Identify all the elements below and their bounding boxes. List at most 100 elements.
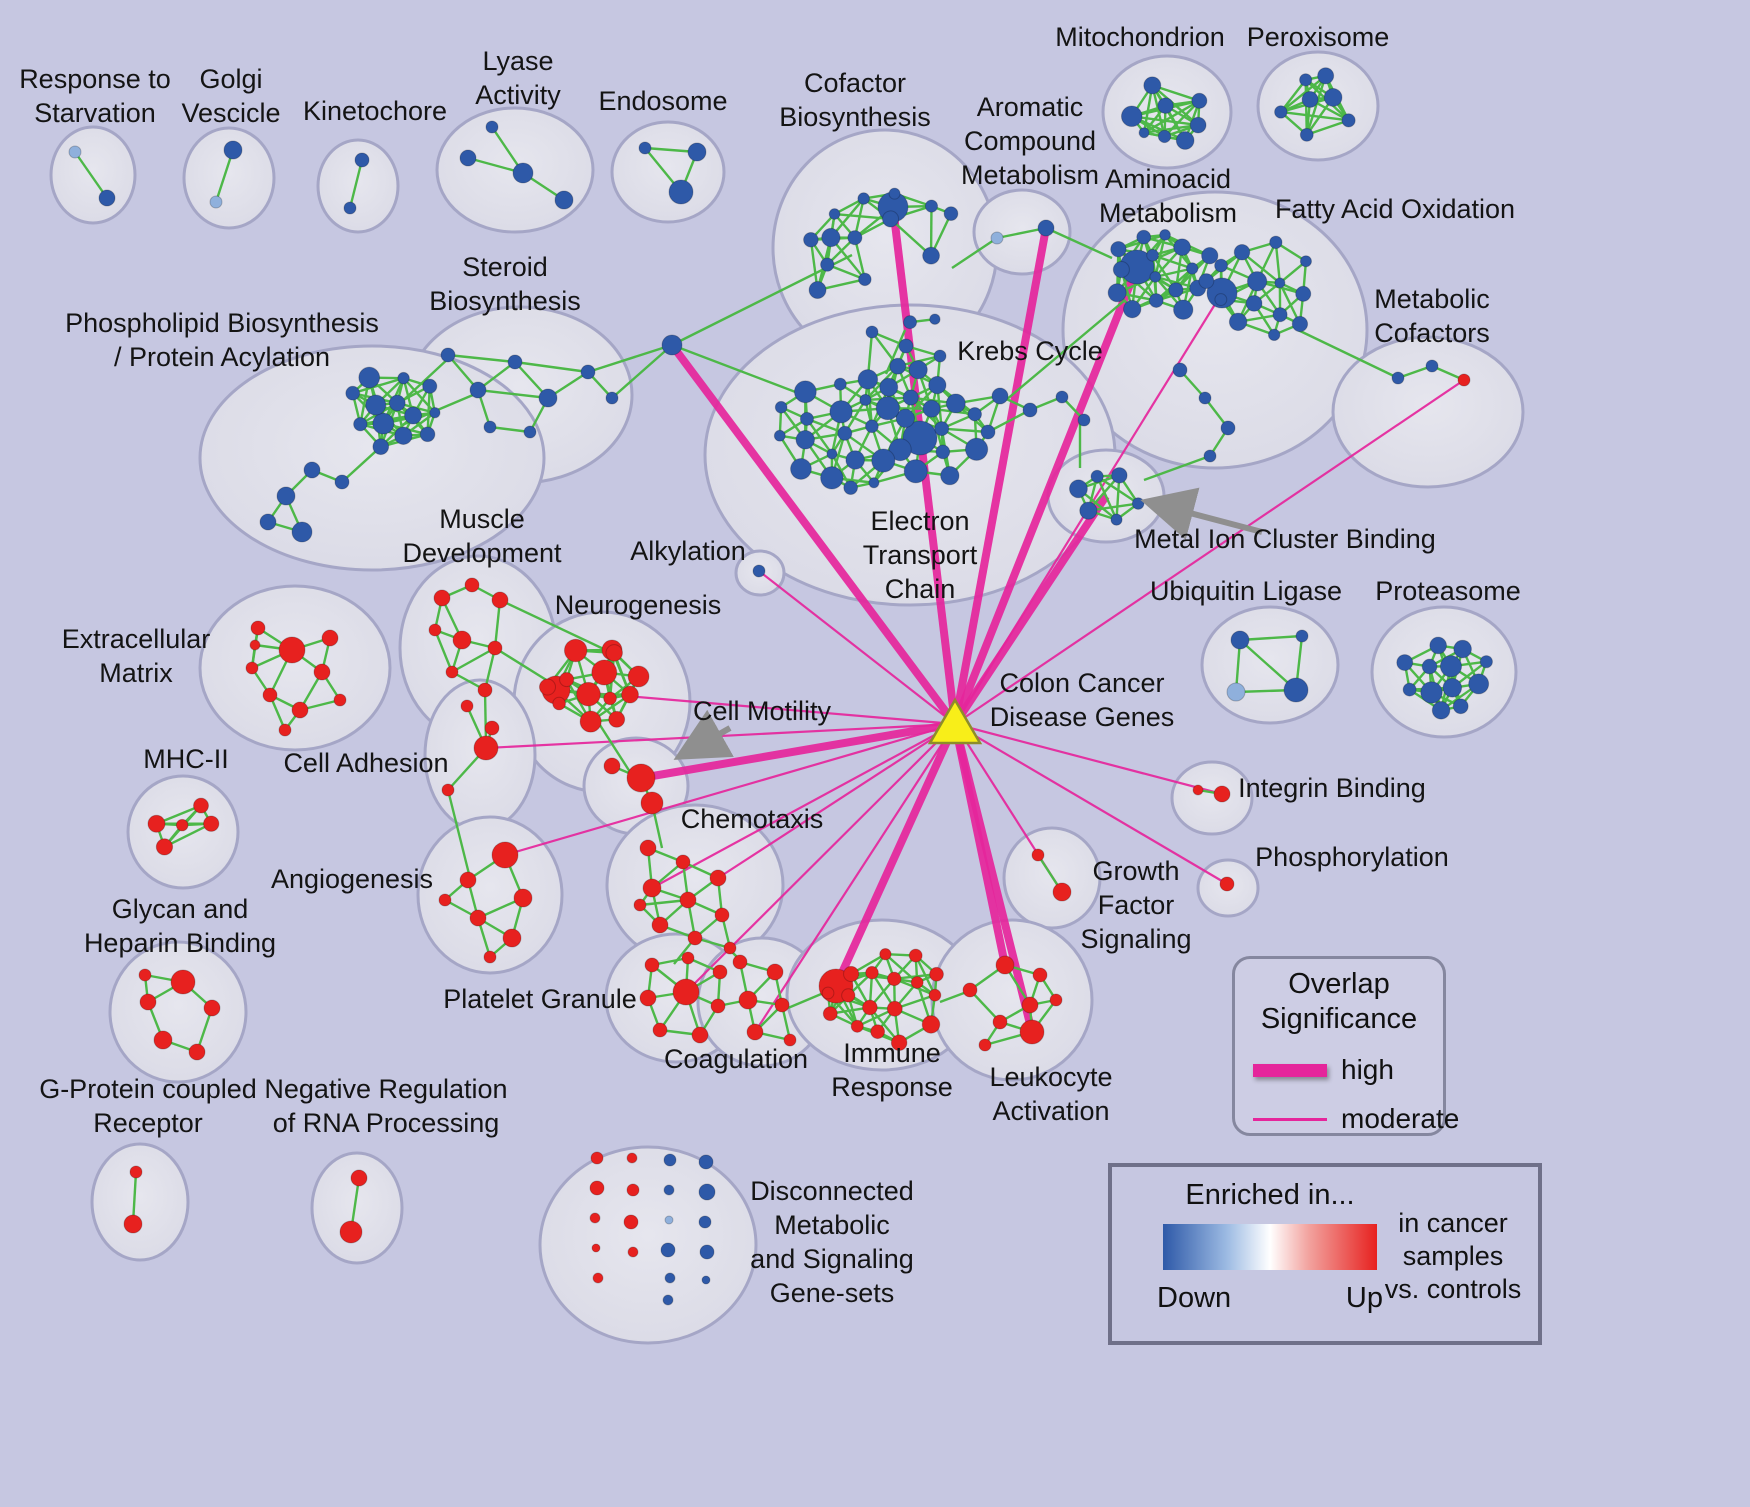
leukocyte-activation-node[interactable] (1049, 993, 1063, 1007)
phospholipid-biosynthesis-node[interactable] (397, 371, 410, 385)
fatty-acid-oxidation-node[interactable] (1245, 294, 1263, 312)
electron-transport-chain-node[interactable] (865, 419, 879, 434)
mitochondrion-node[interactable] (1157, 97, 1174, 114)
immune-response-node[interactable] (929, 966, 944, 982)
electron-transport-chain-node[interactable] (820, 466, 844, 490)
neurogenesis-node[interactable] (591, 659, 618, 686)
endosome-node[interactable] (668, 179, 694, 205)
immune-response-node[interactable] (821, 986, 835, 1000)
platelet-granule-node[interactable] (710, 998, 726, 1014)
steroid-biosynthesis-node[interactable] (440, 347, 456, 363)
extracellular-matrix-node[interactable] (291, 701, 309, 719)
disconnected-gene-sets-node[interactable] (664, 1215, 674, 1225)
disconnected-gene-sets-node[interactable] (662, 1294, 674, 1306)
disconnected-gene-sets-node[interactable] (590, 1151, 604, 1165)
cofactor-biosynthesis-node[interactable] (903, 315, 918, 330)
phospholipid-biosynthesis-node[interactable] (419, 426, 436, 443)
chemotaxis-node[interactable] (679, 891, 697, 909)
phosphorylation-node[interactable] (1219, 876, 1235, 892)
metal-ion-cluster-binding-node[interactable] (1131, 497, 1145, 510)
metabolic-cofactors-node[interactable] (1425, 359, 1439, 373)
phospholipid-biosynthesis-node[interactable] (365, 394, 387, 416)
phospholipid-biosynthesis-node[interactable] (394, 426, 413, 445)
platelet-granule-node[interactable] (652, 1022, 668, 1038)
peroxisome-node[interactable] (1299, 127, 1314, 142)
cell-adhesion-node[interactable] (484, 720, 500, 736)
mitochondrion-node[interactable] (1120, 105, 1143, 128)
phospholipid-biosynthesis-node[interactable] (353, 416, 368, 432)
electron-transport-chain-node[interactable] (795, 430, 815, 450)
neurogenesis-node[interactable] (538, 678, 557, 696)
disconnected-gene-sets-node[interactable] (591, 1243, 601, 1253)
mitochondrion-node[interactable] (1138, 127, 1150, 139)
steroid-biosynthesis-node[interactable] (538, 388, 558, 408)
aminoacid-metabolism-node[interactable] (1173, 238, 1191, 257)
cell-motility-node[interactable] (603, 757, 621, 775)
electron-transport-chain-node[interactable] (935, 444, 951, 460)
proteasome-node[interactable] (1420, 681, 1443, 704)
negative-regulation-rna-processing-node[interactable] (350, 1169, 368, 1187)
aminoacid-metabolism-node[interactable] (1136, 229, 1152, 245)
fatty-acid-oxidation-node[interactable] (1299, 255, 1312, 268)
extracellular-matrix-node[interactable] (333, 693, 347, 707)
aminoacid-metabolism-node[interactable] (1201, 247, 1219, 265)
muscle-development-node[interactable] (464, 577, 480, 593)
cofactor-biosynthesis-node[interactable] (924, 199, 939, 213)
mitochondrion-node[interactable] (1191, 92, 1208, 109)
coagulation-node[interactable] (732, 954, 748, 970)
chemotaxis-node[interactable] (642, 878, 662, 898)
electron-transport-chain-node[interactable] (865, 325, 879, 339)
electron-transport-chain-node[interactable] (774, 400, 788, 414)
phospholipid-biosynthesis-node[interactable] (372, 412, 395, 435)
leukocyte-activation-node[interactable] (1021, 996, 1039, 1014)
extracellular-matrix-node[interactable] (249, 639, 261, 651)
electron-transport-chain-node[interactable] (826, 448, 838, 460)
steroid-biosynthesis-node[interactable] (483, 420, 497, 434)
metal-ion-cluster-binding-node[interactable] (1111, 467, 1128, 484)
mhc-ii-node[interactable] (175, 818, 189, 832)
response-to-starvation-node[interactable] (98, 189, 116, 207)
immune-response-node[interactable] (841, 988, 856, 1003)
disconnected-gene-sets-node[interactable] (592, 1272, 604, 1284)
aminoacid-metabolism-node[interactable] (1122, 299, 1142, 319)
ubiquitin-ligase-node[interactable] (1230, 630, 1250, 650)
immune-response-node[interactable] (862, 999, 878, 1016)
integrin-binding-node[interactable] (1192, 784, 1204, 796)
neurogenesis-node[interactable] (621, 685, 639, 704)
electron-transport-chain-node[interactable] (908, 360, 928, 380)
angiogenesis-node[interactable] (483, 950, 497, 964)
fatty-acid-oxidation-node[interactable] (1233, 244, 1251, 261)
electron-transport-chain-node[interactable] (857, 369, 879, 390)
electron-transport-chain-node[interactable] (940, 465, 960, 486)
peroxisome-node[interactable] (1274, 105, 1288, 119)
electron-transport-chain-node[interactable] (898, 338, 914, 354)
disconnected-gene-sets-node[interactable] (698, 1215, 712, 1229)
growth-factor-signaling-node[interactable] (1052, 882, 1072, 902)
kinetochore-node[interactable] (343, 201, 357, 215)
peroxisome-node[interactable] (1341, 113, 1356, 128)
metabolic-trail-node[interactable] (1172, 362, 1188, 378)
angiogenesis-node[interactable] (491, 841, 519, 869)
cell-adhesion-node[interactable] (473, 735, 499, 761)
cofactor-biosynthesis-node[interactable] (821, 227, 841, 248)
immune-response-node[interactable] (843, 965, 860, 983)
electron-transport-chain-node[interactable] (945, 393, 966, 414)
fatty-acid-oxidation-node[interactable] (1274, 277, 1286, 289)
cofactor-biosynthesis-node[interactable] (882, 210, 900, 228)
aminoacid-metabolism-node[interactable] (1159, 229, 1171, 241)
aminoacid-metabolism-node[interactable] (1112, 261, 1130, 279)
cofactor-biosynthesis-node[interactable] (929, 313, 941, 325)
proteasome-node[interactable] (1429, 636, 1447, 655)
metabolic-cofactors-node[interactable] (1391, 371, 1405, 385)
mitochondrion-node[interactable] (1157, 129, 1172, 144)
g-protein-coupled-receptor-node[interactable] (129, 1165, 143, 1179)
aminoacid-metabolism-node[interactable] (1149, 270, 1162, 283)
leukocyte-activation-node[interactable] (992, 1014, 1008, 1030)
extracellular-matrix-node[interactable] (278, 636, 306, 664)
electron-transport-chain-node[interactable] (934, 421, 950, 437)
neurogenesis-node[interactable] (603, 691, 617, 706)
coagulation-node[interactable] (783, 1033, 797, 1047)
immune-response-node[interactable] (870, 1024, 886, 1040)
extracellular-matrix-node[interactable] (262, 687, 278, 703)
disconnected-gene-sets-node[interactable] (663, 1184, 675, 1196)
